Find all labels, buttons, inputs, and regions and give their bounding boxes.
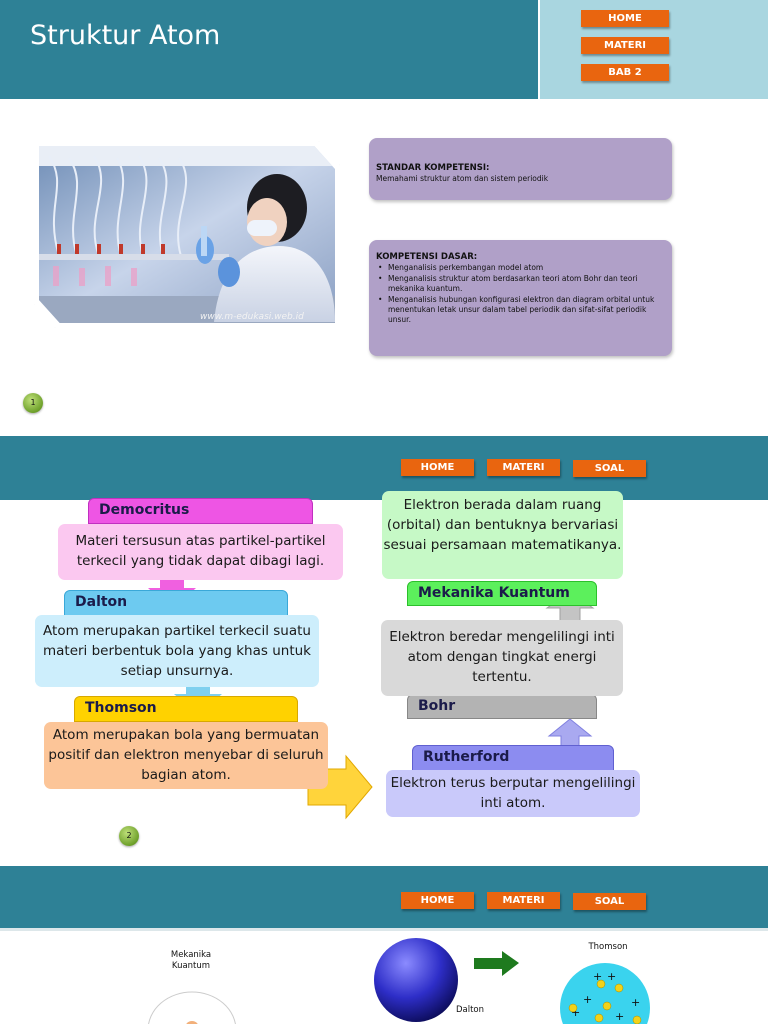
rutherford-title: Rutherford	[412, 745, 614, 771]
dalton-title: Dalton	[64, 590, 288, 616]
svg-text:+: +	[631, 996, 640, 1009]
page-number-badge[interactable]: 2	[119, 826, 139, 846]
soal-button[interactable]: SOAL	[573, 893, 646, 910]
svg-text:+: +	[583, 993, 592, 1006]
materi-button[interactable]: MATERI	[581, 37, 669, 54]
soal-button[interactable]: SOAL	[573, 460, 646, 477]
header-bar	[0, 436, 768, 500]
home-button[interactable]: HOME	[401, 892, 474, 909]
standar-kompetensi-box: STANDAR KOMPETENSI: Memahami struktur at…	[369, 138, 672, 200]
dalton-text: Atom merupakan partikel terkecil suatu m…	[35, 615, 319, 687]
thomson-label: Thomson	[588, 942, 628, 952]
home-button[interactable]: HOME	[401, 459, 474, 476]
dasar-item: Menganalisis hubungan konfigurasi elektr…	[376, 295, 664, 325]
materi-button[interactable]: MATERI	[487, 459, 560, 476]
svg-text:+: +	[593, 970, 602, 983]
svg-text:+: +	[615, 1010, 624, 1023]
divider	[0, 928, 768, 931]
kuantum-label-line: Mekanika	[170, 950, 212, 960]
dasar-item: Menganalisis perkembangan model atom	[376, 263, 664, 273]
dalton-label: Dalton	[455, 1005, 485, 1015]
page-number-badge[interactable]: 1	[23, 393, 43, 413]
thomson-model-icon: ++ ++ ++	[560, 963, 650, 1024]
materi-button[interactable]: MATERI	[487, 892, 560, 909]
kuantum-title: Mekanika Kuantum	[407, 581, 597, 606]
democritus-title: Democritus	[88, 498, 313, 524]
thomson-title: Thomson	[74, 696, 298, 722]
kuantum-label-line: Kuantum	[171, 961, 211, 971]
up-arrow-icon	[547, 718, 593, 749]
dasar-item: Menganalisis struktur atom berdasarkan t…	[376, 274, 664, 294]
kuantum-model-label: Mekanika Kuantum	[160, 950, 222, 972]
dasar-heading: KOMPETENSI DASAR:	[376, 252, 478, 262]
bab-button[interactable]: BAB 2	[581, 64, 669, 81]
dasar-list: Menganalisis perkembangan model atom Men…	[376, 263, 664, 325]
home-button[interactable]: HOME	[581, 10, 669, 27]
standar-text: Memahami struktur atom dan sistem period…	[376, 174, 549, 183]
dalton-sphere-icon	[374, 938, 458, 1022]
rutherford-text: Elektron terus berputar mengelilingi int…	[386, 770, 640, 817]
democritus-text: Materi tersusun atas partikel-partikel t…	[58, 524, 343, 580]
kuantum-text: Elektron berada dalam ruang (orbital) da…	[382, 491, 623, 579]
kuantum-model-icon	[148, 991, 236, 1024]
bohr-title: Bohr	[407, 694, 597, 719]
page-title: Struktur Atom	[30, 20, 221, 51]
right-arrow-icon	[474, 951, 519, 976]
bohr-text: Elektron beredar mengelilingi inti atom …	[381, 620, 623, 696]
header-bar	[0, 866, 768, 928]
svg-text:+: +	[607, 970, 616, 983]
standar-heading: STANDAR KOMPETENSI:	[376, 163, 490, 173]
lab-photo	[39, 146, 335, 323]
svg-text:+: +	[571, 1006, 580, 1019]
thomson-text: Atom merupakan bola yang bermuatan posit…	[44, 722, 328, 789]
header-bar	[0, 0, 538, 99]
photo-watermark: www.m-edukasi.web.id	[200, 312, 304, 322]
kompetensi-dasar-box: KOMPETENSI DASAR: Menganalisis perkemban…	[369, 240, 672, 356]
